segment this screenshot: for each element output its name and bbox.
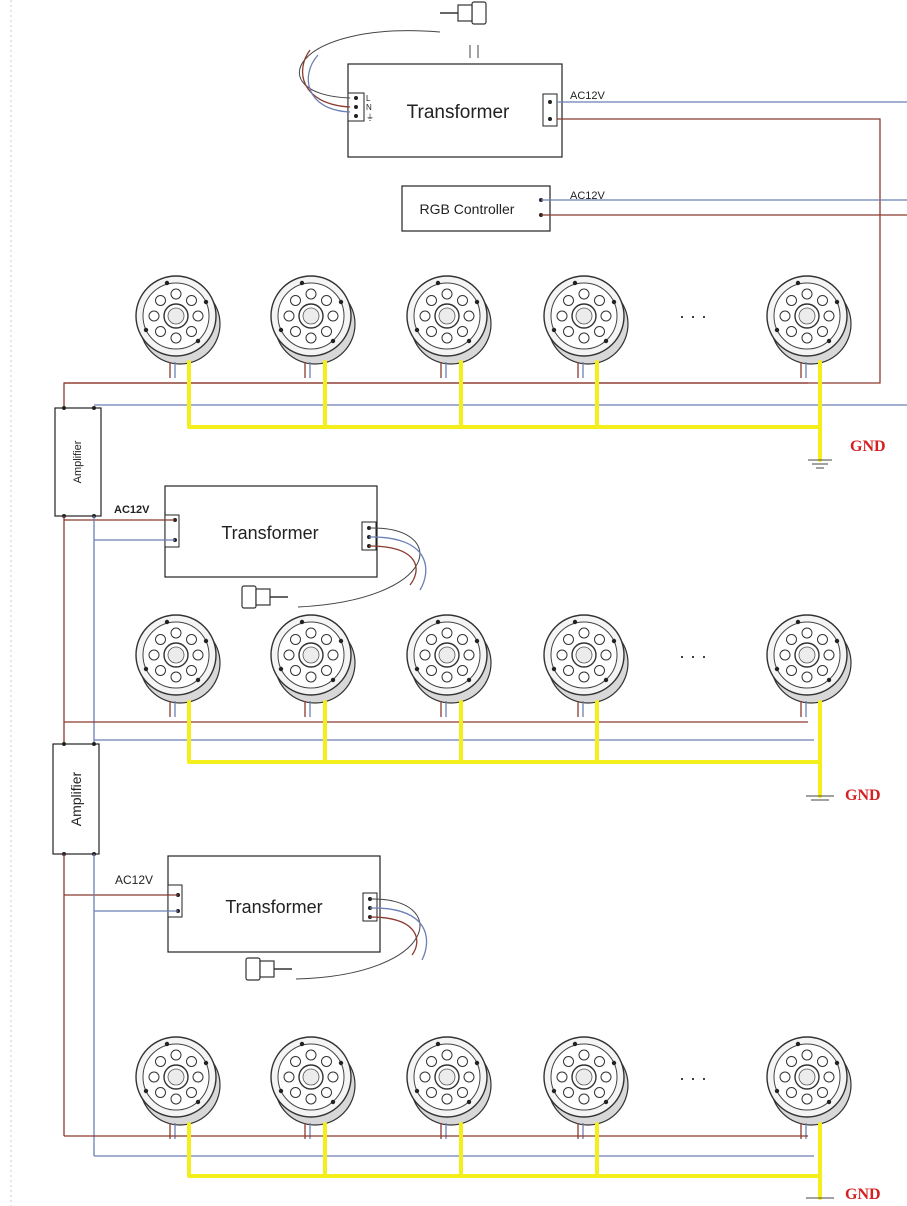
ac12v-label: AC12V: [570, 90, 606, 102]
transformer-label: Transformer: [407, 102, 510, 123]
lamp-icon: [406, 614, 492, 718]
ellipsis: · · ·: [679, 1068, 707, 1088]
row-2-ground: GND: [187, 700, 881, 804]
plug-icon: [439, 1, 487, 25]
middle-transformer: Transformer AC12V: [114, 485, 378, 578]
amplifier-label: Amplifier: [68, 771, 84, 826]
pin-e-label: ⏚: [366, 113, 374, 122]
amplifier-2: Amplifier: [52, 742, 100, 856]
lamp-icon: [543, 614, 629, 718]
lamp-icon: [270, 614, 356, 718]
bottom-transformer: Transformer AC12V: [115, 855, 381, 953]
ellipsis: · · ·: [679, 306, 707, 326]
gnd-label: GND: [850, 438, 886, 455]
amplifier-1: Amplifier: [54, 406, 102, 518]
rgb-controller-label: RGB Controller: [420, 201, 515, 217]
lamp-icon: [406, 275, 492, 379]
lamp-icon: [543, 1036, 629, 1140]
pin-l-label: L: [366, 94, 371, 103]
lamp-icon: [135, 1036, 221, 1140]
transformer-label: Transformer: [225, 897, 322, 917]
lamp-icon: [543, 275, 629, 379]
lamp-icon: [270, 275, 356, 379]
row-3-lamps: · · ·: [135, 1036, 852, 1140]
lamp-icon: [766, 614, 852, 718]
lamp-icon: [766, 1036, 852, 1140]
lamp-icon: [270, 1036, 356, 1140]
top-transformer: Transformer L N ⏚ AC12V: [347, 63, 606, 158]
row-1-lamps: · · ·: [135, 275, 852, 379]
row-2-lamps: · · ·: [135, 614, 852, 718]
ac12v-label: AC12V: [114, 504, 150, 516]
amplifier-label: Amplifier: [72, 440, 84, 483]
ellipsis: · · ·: [679, 646, 707, 666]
lamp-icon: [766, 275, 852, 379]
pin-n-label: N: [366, 103, 372, 112]
plug-icon: [245, 957, 293, 981]
lamp-icon: [406, 1036, 492, 1140]
ac12v-label: AC12V: [570, 190, 606, 202]
ac12v-label: AC12V: [115, 873, 153, 887]
gnd-label: GND: [845, 1186, 881, 1203]
row-3-ground: GND: [187, 1122, 881, 1203]
lamp-icon: [135, 275, 221, 379]
rgb-controller: RGB Controller AC12V: [401, 185, 606, 232]
lamp-icon: [135, 614, 221, 718]
plug-icon: [241, 585, 289, 609]
transformer-label: Transformer: [221, 523, 318, 543]
row-1-ground: GND: [187, 360, 886, 469]
gnd-label: GND: [845, 787, 881, 804]
